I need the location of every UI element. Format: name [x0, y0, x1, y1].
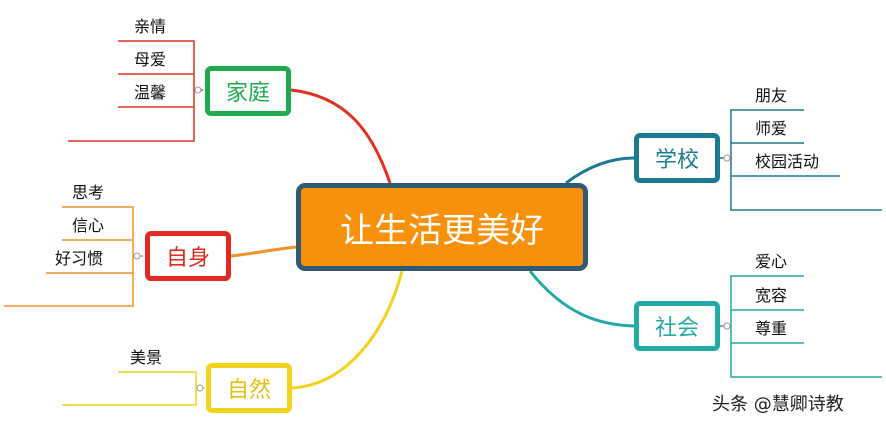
branch-jiating[interactable]: 家庭 [205, 66, 291, 116]
leaf-jiating-3[interactable]: 温馨 [134, 83, 167, 102]
connector-dot-jiating [194, 86, 202, 94]
leaf-zishen-3[interactable]: 好习惯 [55, 249, 104, 268]
leaf-jiating-1[interactable]: 亲情 [134, 17, 167, 36]
connector-dot-ziran [196, 384, 204, 392]
connector-dot-shehui [723, 322, 731, 330]
link-center-jiating [290, 88, 392, 184]
leaf-xuexiao-2[interactable]: 师爱 [755, 119, 788, 138]
leaf-zishen-2[interactable]: 信心 [72, 216, 105, 235]
leaves-ziran [62, 371, 205, 406]
link-center-zishen [230, 245, 297, 258]
leaf-xuexiao-1[interactable]: 朋友 [755, 86, 788, 105]
link-center-shehui [528, 270, 635, 328]
leaf-shehui-2[interactable]: 宽容 [755, 286, 788, 305]
central-topic[interactable]: 让生活更美好 [296, 183, 588, 271]
branch-zishen-label: 自身 [165, 246, 210, 271]
branch-zishen[interactable]: 自身 [145, 231, 231, 281]
connector-dot-xuexiao [723, 154, 731, 162]
branch-shehui[interactable]: 社会 [634, 301, 720, 351]
leaf-shehui-1[interactable]: 爱心 [755, 252, 788, 271]
branch-shehui-label: 社会 [654, 316, 699, 341]
branch-jiating-label: 家庭 [225, 81, 270, 106]
leaf-zishen-1[interactable]: 思考 [72, 183, 105, 202]
leaf-xuexiao-3[interactable]: 校园活动 [755, 152, 820, 171]
branch-xuexiao[interactable]: 学校 [634, 133, 720, 183]
branch-xuexiao-label: 学校 [654, 148, 699, 173]
link-center-xuexiao [565, 156, 635, 185]
connector-dot-zishen [133, 252, 141, 260]
link-center-ziran [291, 270, 404, 390]
leaves-shehui [720, 275, 882, 378]
branch-ziran[interactable]: 自然 [206, 363, 292, 413]
watermark-text: 头条 @慧卿诗教 [712, 394, 844, 415]
branch-ziran-label: 自然 [226, 378, 271, 403]
central-topic-label: 让生活更美好 [340, 210, 544, 251]
leaf-jiating-2[interactable]: 母爱 [134, 50, 167, 69]
leaf-ziran-1[interactable]: 美景 [130, 348, 163, 367]
leaf-shehui-3[interactable]: 尊重 [755, 319, 788, 338]
